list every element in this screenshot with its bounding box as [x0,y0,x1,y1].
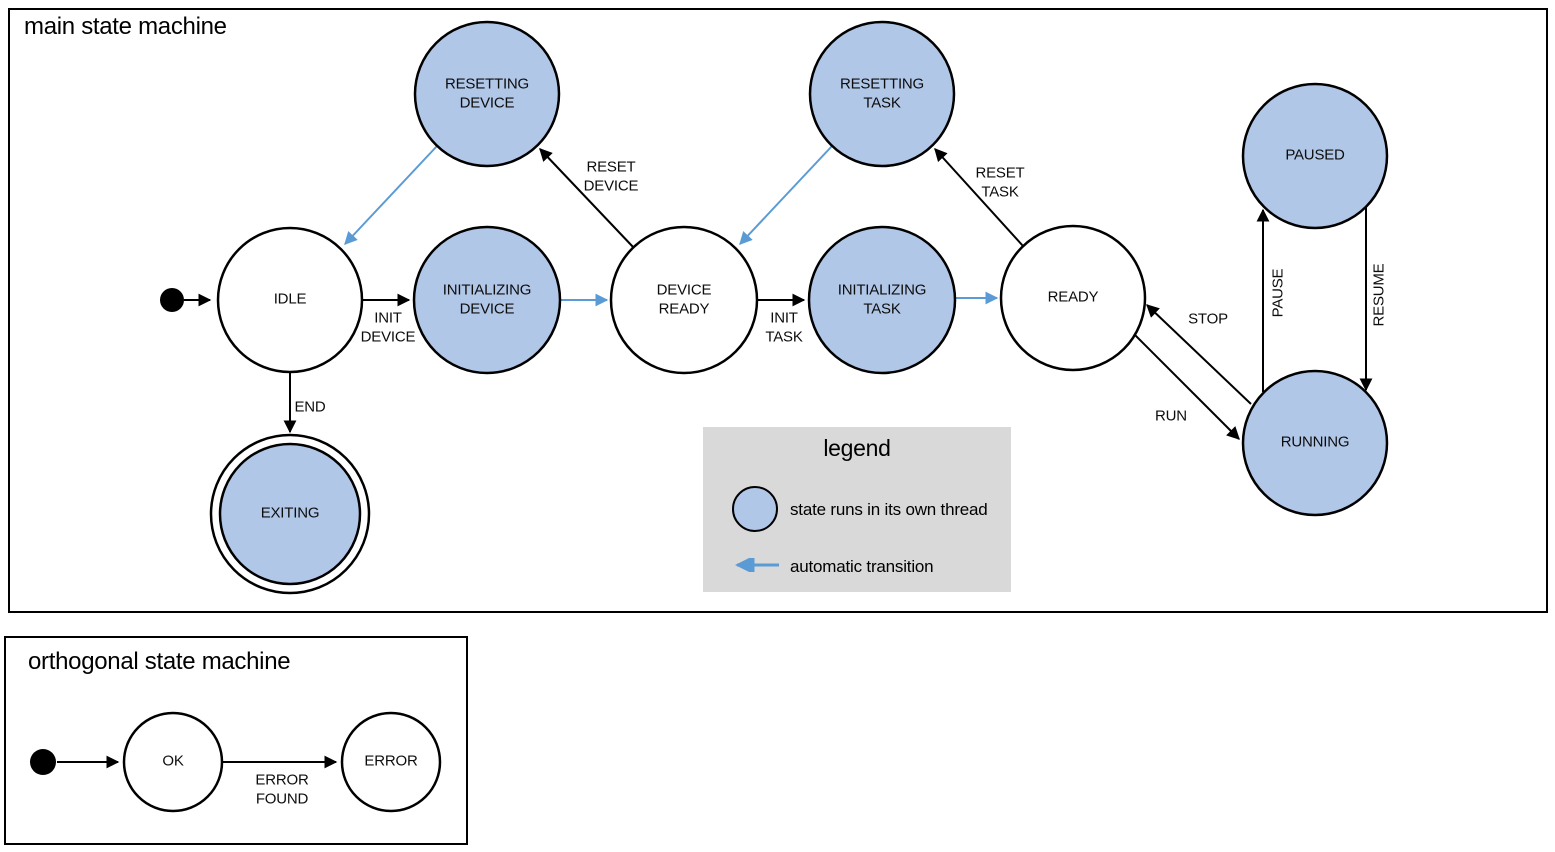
state-initializing-device-label: INITIALIZING DEVICE [442,281,532,317]
state-exiting-label: EXITING [260,504,320,522]
legend-automatic-transition-label: automatic transition [790,557,934,576]
transition-pause-label: PAUSE [1269,268,1287,318]
transition-init-device-label: INIT DEVICE [360,309,416,345]
state-paused-label: PAUSED [1285,146,1345,164]
state-initializing-task-circle [807,225,957,375]
legend-box: legend state runs in its own thread auto… [703,427,1011,592]
thread-state-swatch-icon [732,486,778,532]
edge-stop [1146,304,1252,405]
state-resetting-device-label: RESETTING DEVICE [444,75,530,111]
state-resetting-task-label: RESETTING TASK [839,75,925,111]
state-resetting-task-circle [808,20,956,168]
state-ok-circle [122,711,224,813]
state-error-circle [340,711,442,813]
transition-end-label: END [294,398,326,416]
state-ok-label: OK [162,752,184,770]
edge-run [1134,334,1240,440]
initial-state-dot-orthogonal [30,749,56,775]
main-machine-title: main state machine [24,13,227,40]
orthogonal-state-machine-panel [4,636,468,845]
legend-title: legend [823,435,891,461]
transition-error-found-label: ERROR FOUND [255,771,309,807]
edge-reset-task [934,148,1024,247]
main-state-machine-panel [8,8,1548,613]
state-paused-circle [1241,82,1389,230]
edge-reset-device [539,148,635,249]
state-idle-circle [216,226,364,374]
edge-auto-resettingtask-deviceready [739,145,833,245]
state-initializing-device-circle [412,225,562,375]
state-running-label: RUNNING [1280,433,1350,451]
state-exiting-inner-circle [218,442,362,586]
automatic-transition-arrow-icon [735,558,779,572]
transition-run-label: RUN [1155,407,1187,425]
state-device-ready-label: DEVICE READY [656,281,712,317]
state-initializing-task-label: INITIALIZING TASK [837,281,927,317]
transition-reset-task-label: RESET TASK [975,164,1025,200]
transition-init-task-label: INIT TASK [765,309,803,345]
transition-resume-label: RESUME [1370,263,1388,327]
state-ready-circle [999,224,1147,372]
legend-thread-state-label: state runs in its own thread [790,500,988,519]
state-error-label: ERROR [364,752,418,770]
state-resetting-device-circle [413,20,561,168]
initial-state-dot-main [160,288,184,312]
state-device-ready-circle [609,225,759,375]
transition-stop-label: STOP [1188,310,1228,328]
transition-reset-device-label: RESET DEVICE [583,158,639,194]
state-ready-label: READY [1047,288,1099,306]
orthogonal-machine-title: orthogonal state machine [28,648,291,675]
edge-auto-resettingdevice-idle [344,145,438,245]
state-idle-label: IDLE [273,290,307,308]
state-running-circle [1241,369,1389,517]
